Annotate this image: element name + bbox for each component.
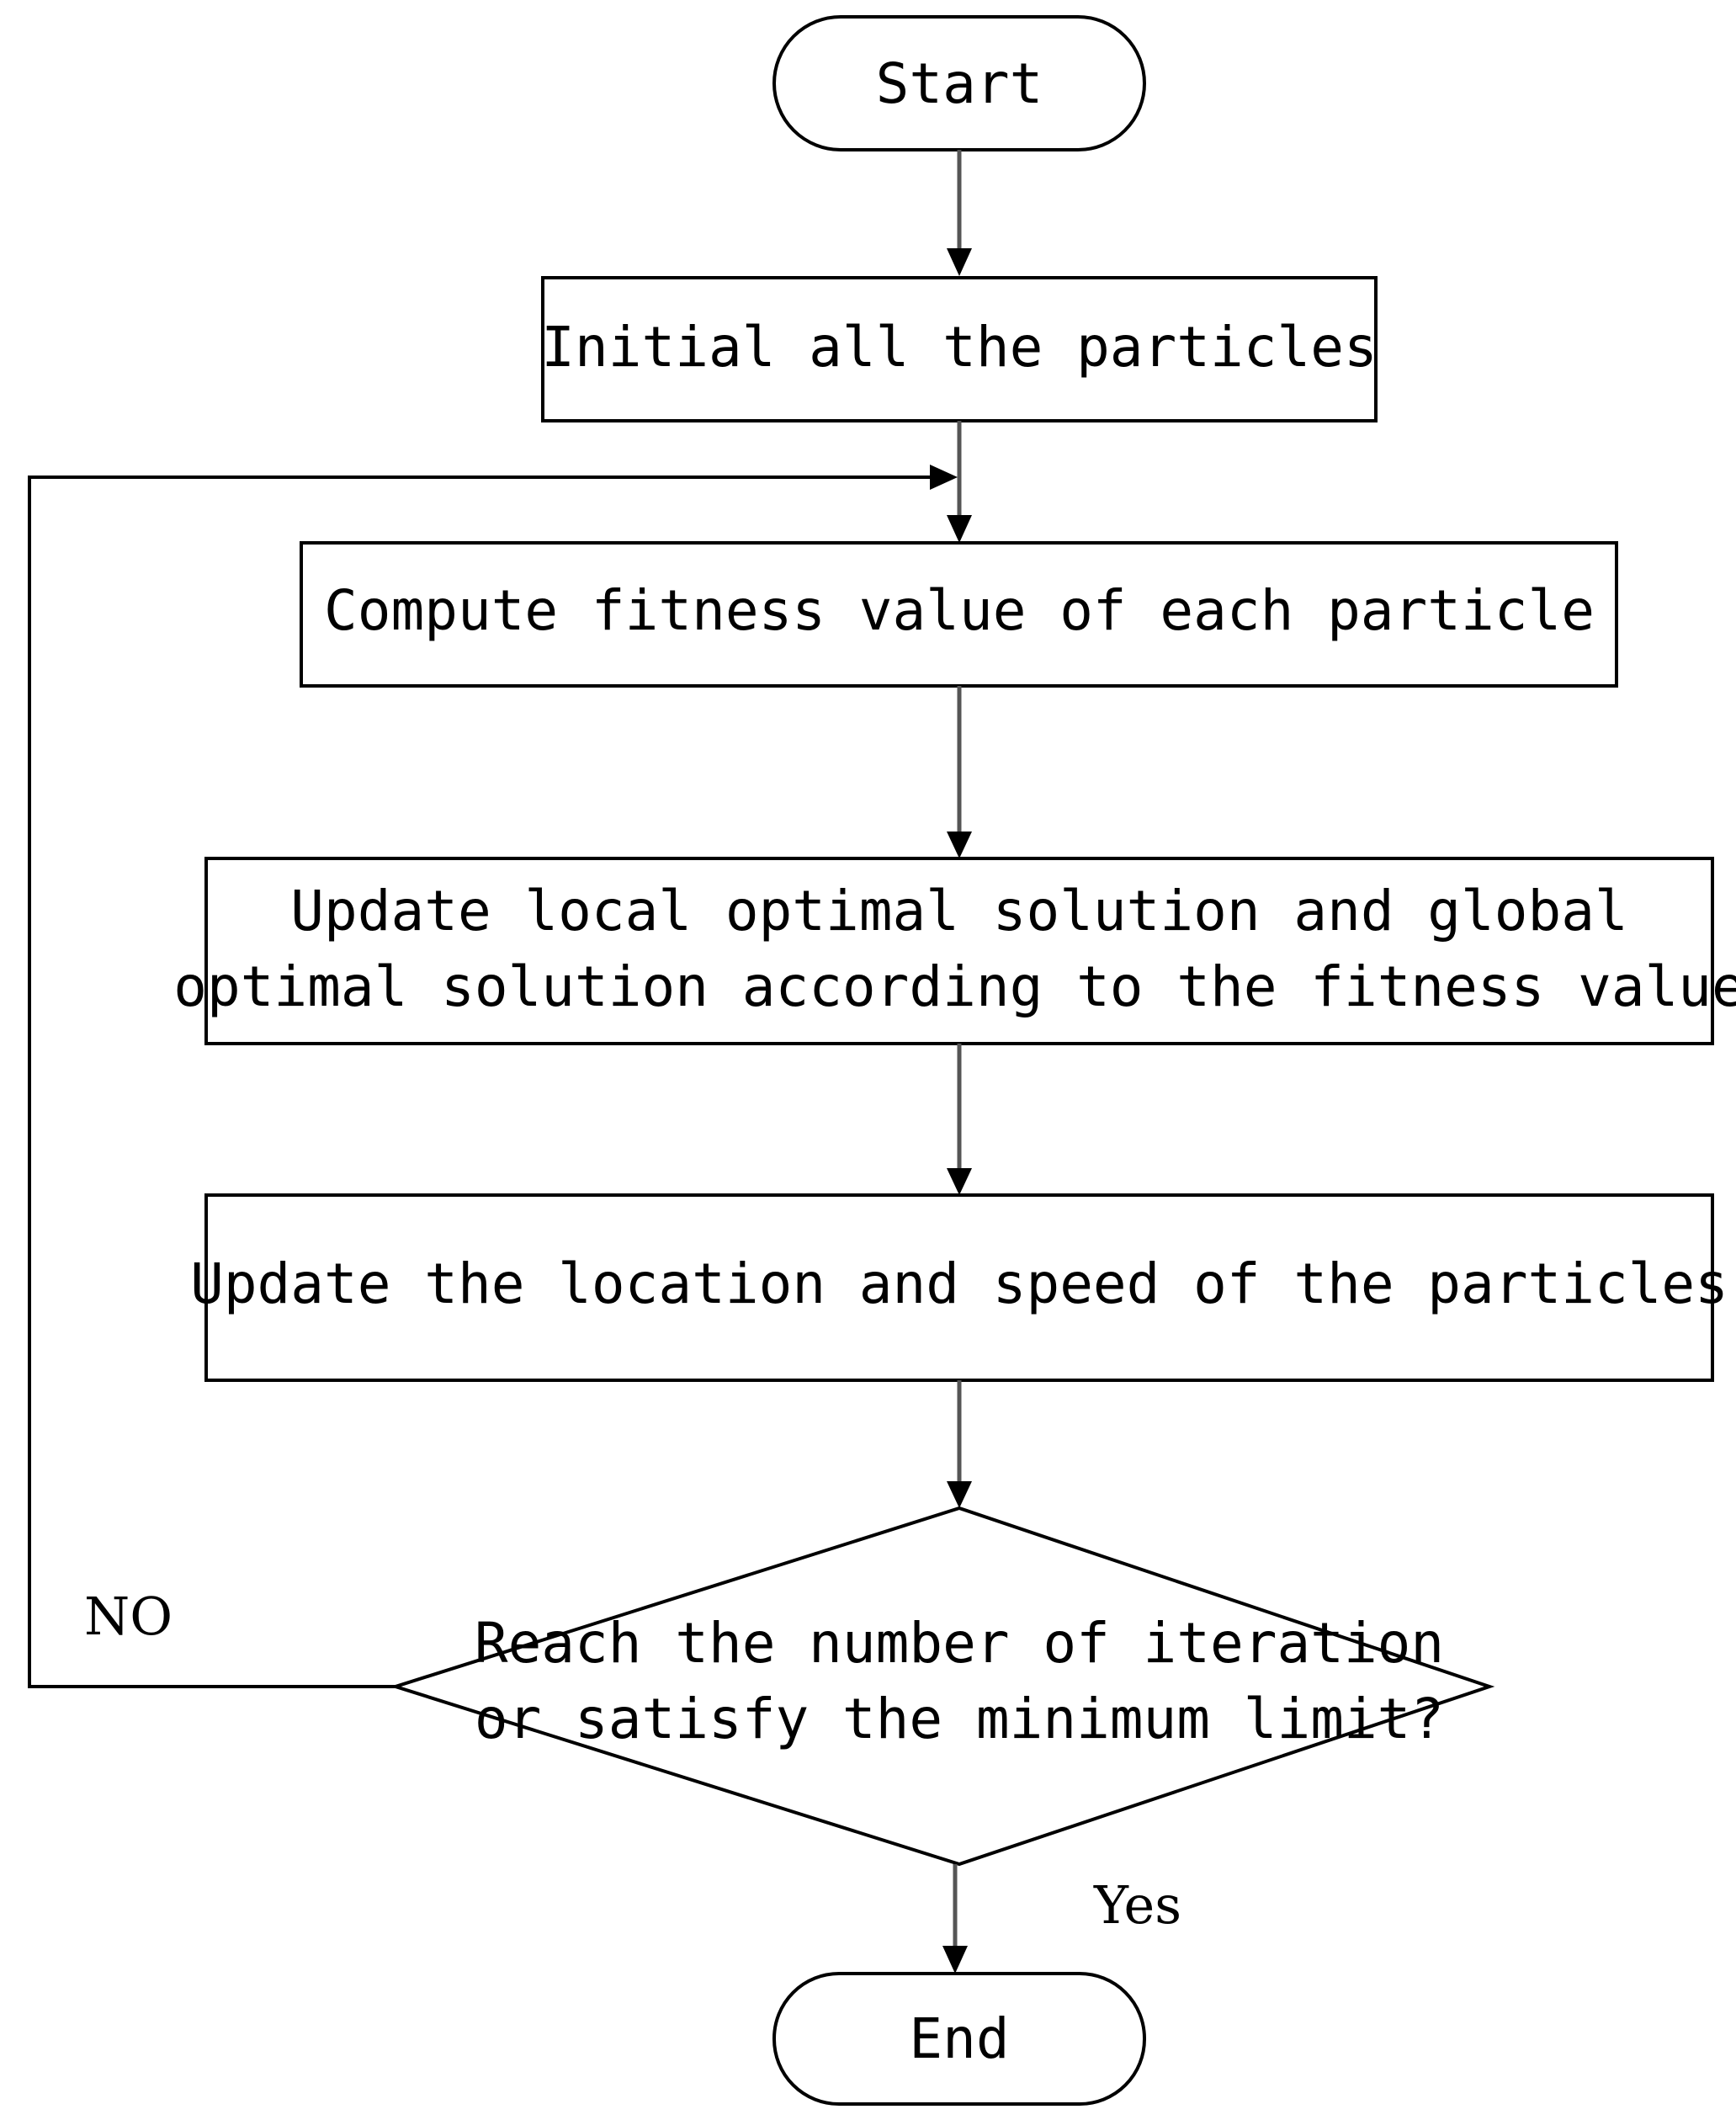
- init-particles-label: Initial all the particles: [541, 315, 1377, 380]
- branch-yes-label: Yes: [1093, 1874, 1181, 1936]
- loop-back-arrowhead: [930, 465, 958, 490]
- start-label: Start: [876, 51, 1043, 116]
- decision-label-line2: or satisfy the minimum limit?: [475, 1687, 1444, 1751]
- arrowhead-optimal-location: [947, 1168, 972, 1195]
- arrowhead-location-decision: [947, 1481, 972, 1508]
- update-location-box: [204, 1193, 1714, 1382]
- decision-diamond: [390, 1506, 1495, 1867]
- arrowhead-init-compute: [947, 515, 972, 543]
- update-location-label: Update the location and speed of the par…: [190, 1251, 1728, 1316]
- update-optimal-box: [204, 857, 1714, 1045]
- end-terminator: [772, 1972, 1146, 2106]
- end-label: End: [909, 2006, 1009, 2071]
- update-optimal-label-line1: Update local optimal solution and global: [290, 879, 1627, 943]
- compute-fitness-label: Compute fitness value of each particle: [324, 578, 1595, 643]
- decision-label-line1: Reach the number of iteration: [475, 1611, 1444, 1676]
- loop-back-no-path: [28, 476, 938, 1688]
- update-optimal-label-line2: optimal solution according to the fitnes…: [173, 954, 1736, 1019]
- arrowhead-compute-update: [947, 832, 972, 858]
- arrowhead-decision-end: [942, 1946, 968, 1974]
- arrowhead-start-init: [947, 248, 972, 276]
- branch-no-label: NO: [84, 1586, 173, 1647]
- init-particles-box: [541, 276, 1378, 422]
